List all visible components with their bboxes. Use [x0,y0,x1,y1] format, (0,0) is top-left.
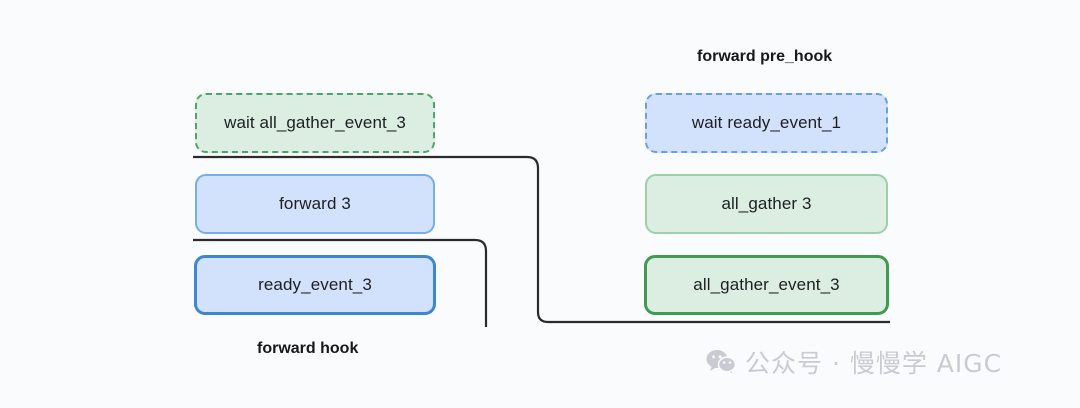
node-label: all_gather_event_3 [693,275,840,294]
node-all-gather-event-3[interactable]: all_gather_event_3 [644,255,889,315]
node-label: forward 3 [279,194,351,213]
watermark: 公众号 · 慢慢学 AIGC [706,344,1002,380]
watermark-text: 公众号 · 慢慢学 AIGC [745,349,1003,378]
node-label: wait all_gather_event_3 [224,113,406,132]
forward-pre-hook-caption: forward pre_hook [697,48,833,65]
node-label: all_gather 3 [721,194,812,213]
node-wait-ready-event-1[interactable]: wait ready_event_1 [645,93,888,153]
node-ready-event-3[interactable]: ready_event_3 [194,255,436,315]
forward-hook-caption: forward hook [257,340,359,357]
node-wait-all-gather-event-3[interactable]: wait all_gather_event_3 [195,93,435,153]
node-all-gather-3[interactable]: all_gather 3 [645,174,888,234]
wechat-icon [706,350,736,375]
node-label: ready_event_3 [258,275,372,294]
node-forward-3[interactable]: forward 3 [195,174,435,234]
node-label: wait ready_event_1 [691,113,842,132]
